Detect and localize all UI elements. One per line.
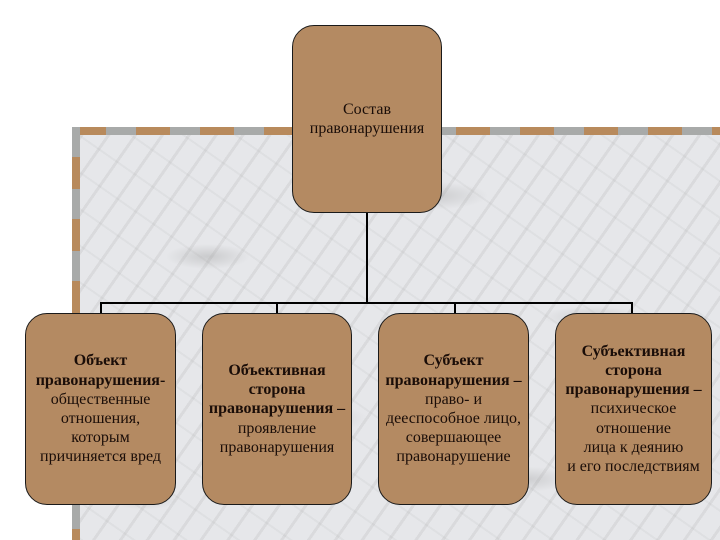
node-title-line: Объект	[73, 352, 128, 370]
node-title-line: Объективная	[228, 362, 326, 380]
node-body-line: лица к деянию	[583, 438, 684, 456]
node-body-line: отношение	[596, 419, 671, 437]
node-title-line: Субъективная	[581, 342, 686, 360]
connector-child-4	[631, 302, 633, 314]
connector-child-3	[454, 302, 456, 314]
root-node-line: правонарушения	[309, 120, 425, 137]
node-body-line: проявление	[237, 419, 317, 437]
connector-horizontal	[100, 302, 633, 304]
node-title-line: сторона	[248, 381, 306, 399]
node-body-line: совершающее	[405, 429, 502, 447]
node-title-line: правонарушения –	[208, 400, 346, 418]
node-title-line: правонарушения –	[385, 371, 522, 389]
node-body-line: правонарушения	[219, 438, 335, 456]
node-object-of-offense: Объект правонарушения- общественные отно…	[25, 313, 176, 505]
node-body-line: общественные	[50, 390, 151, 408]
node-body-line: психическое	[590, 400, 677, 418]
root-node-offense-composition: Состав правонарушения	[292, 25, 442, 213]
node-title-line: правонарушения –	[565, 381, 702, 399]
connector-root-vertical	[366, 213, 368, 303]
node-body-line: дееспособное лицо,	[385, 410, 521, 427]
connector-child-2	[276, 302, 278, 314]
node-body-line: право- и	[425, 390, 482, 408]
node-body-line: причиняется вред	[40, 448, 161, 466]
node-body-line: отношения,	[60, 410, 141, 427]
node-title-line: правонарушения-	[35, 371, 166, 389]
node-title-line: Субъект	[423, 352, 484, 370]
node-body-line: и его последствиям	[567, 457, 700, 475]
node-body-line: правонарушение	[396, 448, 511, 466]
node-objective-side: Объективная сторона правонарушения – про…	[202, 313, 352, 505]
connector-child-1	[100, 302, 102, 314]
node-title-line: сторона	[605, 362, 662, 380]
node-subjective-side: Субъективная сторона правонарушения – пс…	[555, 313, 712, 505]
node-body-line: которым	[71, 429, 130, 447]
node-subject-of-offense: Субъект правонарушения – право- и дееспо…	[378, 313, 529, 505]
root-node-line: Состав	[342, 100, 391, 118]
